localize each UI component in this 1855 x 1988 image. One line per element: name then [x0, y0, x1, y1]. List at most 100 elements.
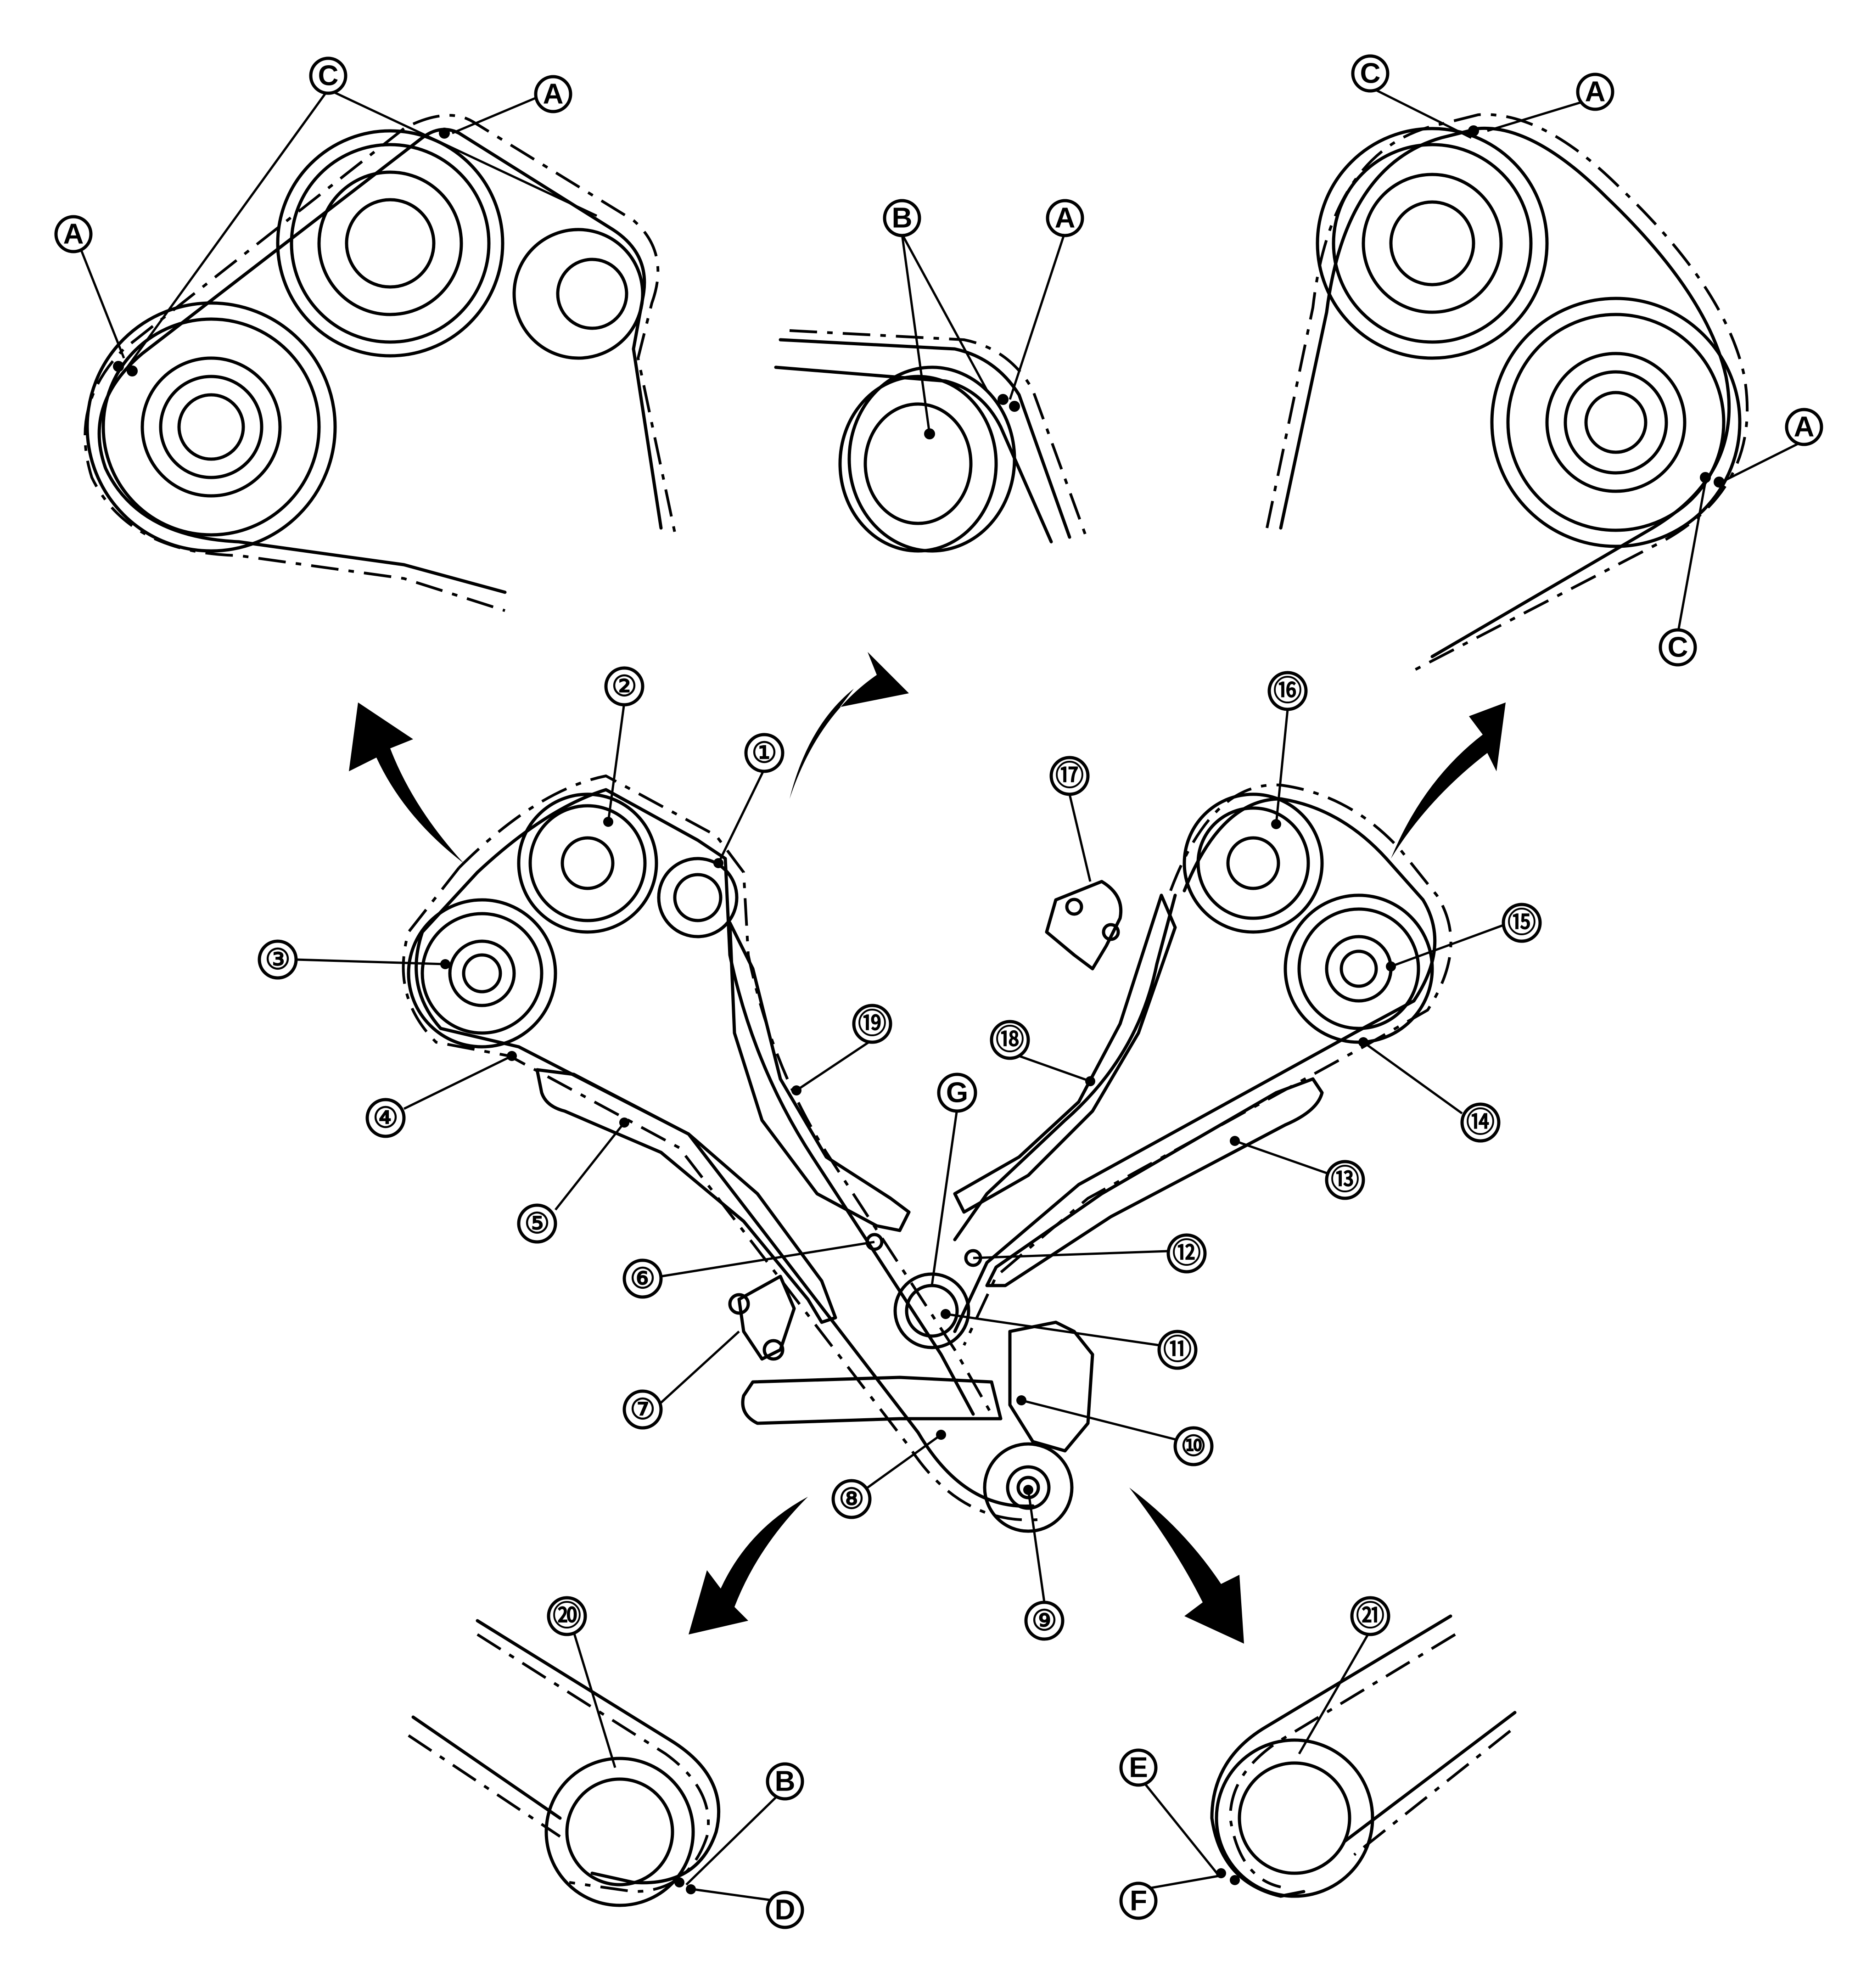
- svg-text:⑫: ⑫: [1172, 1238, 1201, 1269]
- svg-text:E: E: [1129, 1752, 1148, 1784]
- part-16-cam-sprocket: [1182, 792, 1324, 934]
- callout-7: ⑦: [622, 1389, 663, 1430]
- svg-text:A: A: [1794, 411, 1815, 443]
- cam-sprocket-lower: [85, 301, 337, 553]
- chain-center-lower: [774, 365, 1053, 544]
- callout-16: ⑯: [1267, 671, 1308, 711]
- callout-19: ⑲: [852, 1004, 892, 1044]
- label-a-top-left-2: A: [54, 215, 93, 253]
- svg-text:⑬: ⑬: [1331, 1164, 1359, 1196]
- svg-text:⑩: ⑩: [1181, 1431, 1206, 1462]
- arrow-up-right: [1391, 702, 1506, 859]
- chain-main-left-inner: [476, 788, 975, 1416]
- svg-text:㉑: ㉑: [1356, 1601, 1384, 1632]
- svg-text:⑨: ⑨: [1031, 1605, 1057, 1637]
- detail-bottom-right: ㉑ E F: [1119, 1596, 1517, 1920]
- main-assembly: ① ② ③ ④ ⑤ ⑥ ⑦ ⑧ ⑨ ⑩ ⑪ ⑫ ⑬ ⑭ ⑮ ⑯ ⑰ ⑱ ⑲ G: [258, 666, 1542, 1641]
- svg-text:G: G: [946, 1077, 968, 1109]
- callout-5: ⑤: [517, 1203, 557, 1244]
- label-f: F: [1119, 1881, 1158, 1920]
- callout-10: ⑩: [1173, 1426, 1214, 1466]
- detail-top-left: C A A: [54, 56, 676, 612]
- svg-text:D: D: [775, 1894, 796, 1926]
- callout-12: ⑫: [1166, 1233, 1207, 1274]
- part-5-chain-guide: [535, 1068, 837, 1324]
- callout-4: ④: [365, 1098, 406, 1138]
- label-g: G: [937, 1073, 977, 1113]
- callout-8: ⑧: [831, 1479, 872, 1519]
- callout-1: ①: [744, 733, 785, 773]
- svg-text:④: ④: [373, 1102, 398, 1134]
- callout-20: ⑳: [547, 1596, 587, 1636]
- part-2-cam-sprocket: [517, 792, 658, 934]
- lower-bracket: [741, 1376, 1003, 1425]
- label-d: D: [766, 1891, 804, 1929]
- arrow-up-center: [790, 652, 909, 799]
- svg-text:⑧: ⑧: [839, 1483, 864, 1515]
- part-7-tensioner: [728, 1275, 796, 1361]
- chain-lower-left: [97, 136, 507, 594]
- idler-bearing: [838, 365, 1016, 553]
- svg-text:B: B: [775, 1766, 796, 1797]
- callout-18: ⑱: [990, 1020, 1030, 1060]
- callout-13: ⑬: [1325, 1160, 1365, 1200]
- part-18-slack-guide: [953, 893, 1177, 1214]
- label-a-top-right-1: A: [1576, 73, 1614, 111]
- arrow-down-left: [689, 1497, 808, 1634]
- svg-text:C: C: [318, 60, 339, 92]
- callout-9: ⑨: [1024, 1601, 1065, 1641]
- svg-text:⑳: ⑳: [553, 1601, 581, 1632]
- callout-6: ⑥: [622, 1258, 663, 1299]
- svg-text:A: A: [1055, 202, 1076, 234]
- label-a-top-left-1: A: [534, 75, 572, 113]
- chain-center-upper: [779, 338, 1071, 539]
- callout-3: ③: [258, 939, 298, 980]
- label-c-top-right: C: [1351, 54, 1390, 93]
- svg-text:①: ①: [751, 737, 777, 769]
- svg-text:⑲: ⑲: [858, 1008, 886, 1040]
- svg-text:⑦: ⑦: [630, 1394, 656, 1426]
- part-17-tensioner: [1045, 880, 1123, 971]
- part-10-tensioner-assembly: [1008, 1320, 1094, 1453]
- svg-text:F: F: [1130, 1885, 1147, 1917]
- chain-upper-left: [420, 128, 663, 530]
- label-b-top-center: B: [883, 199, 921, 237]
- svg-text:②: ②: [611, 671, 637, 702]
- part-21-oil-pump-sprocket: [1215, 1738, 1374, 1898]
- svg-text:⑯: ⑯: [1273, 675, 1302, 707]
- detail-bottom-left: ⑳ B D: [408, 1596, 804, 1929]
- svg-text:⑪: ⑪: [1163, 1334, 1192, 1366]
- cam-sprocket-right-lower: [1490, 297, 1742, 548]
- arrow-down-right: [1129, 1488, 1244, 1644]
- cam-sprocket-upper: [276, 129, 504, 358]
- label-a-top-right-2: A: [1785, 408, 1823, 446]
- callout-14: ⑭: [1460, 1102, 1501, 1143]
- chain-outer-left: [412, 114, 676, 533]
- svg-text:③: ③: [265, 944, 291, 976]
- label-e: E: [1119, 1748, 1158, 1787]
- label-c-top-right-2: C: [1659, 628, 1697, 667]
- svg-text:⑱: ⑱: [996, 1024, 1024, 1056]
- chain-main-left-lower-outer: [402, 867, 1038, 1522]
- chain-right-outer: [1266, 113, 1749, 672]
- svg-text:⑥: ⑥: [630, 1263, 656, 1295]
- idler-sprocket: [512, 228, 644, 360]
- chain-right-inner: [1279, 126, 1731, 658]
- arrow-up-left: [349, 702, 464, 863]
- callout-21: ㉑: [1350, 1596, 1390, 1636]
- svg-text:A: A: [1585, 76, 1606, 108]
- chain-main-right-guide: [953, 893, 1177, 1241]
- part-15-cam-sprocket: [1283, 893, 1434, 1044]
- cam-sprocket-right-upper: [1316, 127, 1549, 360]
- svg-text:A: A: [543, 79, 564, 110]
- part-13-chain-guide: [985, 1077, 1324, 1287]
- part-9-oil-pump-sprocket: [983, 1442, 1074, 1533]
- svg-text:⑰: ⑰: [1055, 760, 1084, 792]
- callout-15: ⑮: [1502, 903, 1542, 943]
- label-c-top-left: C: [309, 56, 347, 95]
- label-a-top-center: A: [1046, 199, 1084, 237]
- chain-main-left-lower: [415, 870, 1035, 1508]
- svg-text:⑮: ⑮: [1508, 907, 1536, 939]
